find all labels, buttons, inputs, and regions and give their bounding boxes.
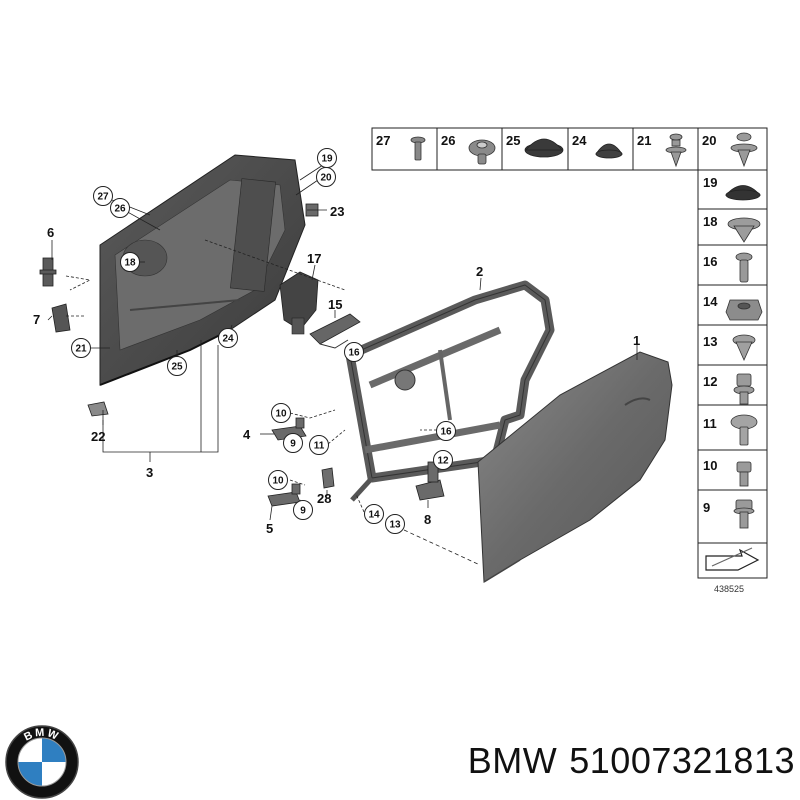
legend-label-26: 26 [441, 133, 455, 148]
callout-19: 19 [321, 154, 333, 165]
module-17-part [279, 271, 319, 335]
callout-13: 13 [389, 520, 401, 531]
callout-20: 20 [320, 173, 332, 184]
part-label-2: 2 [476, 264, 483, 279]
legend-label-12: 12 [703, 374, 717, 389]
door-panel-part [477, 351, 673, 583]
clip-20-icon [730, 132, 758, 168]
part-label-15: 15 [328, 297, 342, 312]
callout-18: 18 [124, 258, 136, 269]
callout-16-bottom: 16 [440, 427, 452, 438]
callout-12: 12 [437, 456, 449, 467]
callout-26: 26 [114, 204, 126, 215]
callout-10-bottom: 10 [272, 476, 284, 487]
legend-label-13: 13 [703, 334, 717, 349]
plug-19-icon [725, 185, 761, 201]
screw-16-icon [735, 252, 753, 283]
bracket-22-part [87, 401, 109, 417]
legend-label-27: 27 [376, 133, 390, 148]
screw-11-icon [730, 414, 758, 446]
bracket-6-part [39, 257, 57, 287]
part-label-1: 1 [633, 333, 640, 348]
callout-11: 11 [314, 441, 325, 452]
clip-26-icon [468, 139, 496, 165]
legend-label-25: 25 [506, 133, 520, 148]
clip-13-icon [732, 334, 756, 361]
bracket-7-part [51, 303, 71, 333]
part-label-4: 4 [243, 427, 251, 442]
part-label-7: 7 [33, 312, 40, 327]
screw-27-icon [410, 136, 426, 161]
reference-number: 438525 [714, 584, 744, 594]
plug-25-icon [524, 138, 564, 158]
door-frame-part [345, 280, 555, 502]
clip-18-icon [727, 217, 761, 243]
callout-25: 25 [171, 362, 183, 373]
callout-27: 27 [97, 192, 109, 203]
callout-10-top: 10 [275, 409, 287, 420]
plug-24-icon [595, 143, 623, 159]
callouts [71, 148, 456, 534]
hinge-8-part [415, 461, 445, 501]
callout-9-bottom: 9 [300, 506, 306, 517]
legend-label-21: 21 [637, 133, 651, 148]
part-label-8: 8 [424, 512, 431, 527]
legend-grid [371, 127, 768, 579]
part-number: 51007321813 [569, 740, 795, 781]
callout-14: 14 [368, 510, 380, 521]
legend-label-14: 14 [703, 294, 718, 309]
legend-label-19: 19 [703, 175, 717, 190]
direction-arrow-icon [705, 547, 760, 571]
part-label-3: 3 [146, 465, 153, 480]
part-label-23: 23 [330, 204, 344, 219]
callout-9-top: 9 [290, 439, 296, 450]
part-label-5: 5 [266, 521, 273, 536]
part-label-28: 28 [317, 491, 331, 506]
legend-label-24: 24 [572, 133, 587, 148]
callout-21: 21 [75, 344, 87, 355]
legend-label-16: 16 [703, 254, 717, 269]
door-trim-part [99, 154, 306, 386]
hinge-5-part [267, 483, 301, 507]
callout-16-top: 16 [348, 348, 360, 359]
clip-21-icon [665, 133, 687, 168]
bolt-12-icon [733, 373, 755, 405]
svg-text:BMW: BMW [22, 727, 61, 744]
bolt-10-icon [736, 461, 752, 487]
legend-label-20: 20 [702, 133, 716, 148]
part-label-17: 17 [307, 251, 321, 266]
stop-28-part [321, 467, 335, 489]
part-label-6: 6 [47, 225, 54, 240]
part-label-22: 22 [91, 429, 105, 444]
legend-label-10: 10 [703, 458, 717, 473]
bolt-9-icon [733, 499, 755, 529]
nut-14-icon [725, 299, 763, 321]
callout-24: 24 [222, 334, 234, 345]
bmw-logo-icon: BMW [5, 725, 79, 799]
brand-name: BMW [467, 740, 558, 781]
bmw-logo-letters: BMW [22, 727, 59, 744]
legend-label-18: 18 [703, 214, 717, 229]
guide-15-part [309, 313, 361, 349]
part-title: BMW 51007321813 [300, 740, 795, 782]
legend-label-9: 9 [703, 500, 710, 515]
legend-label-11: 11 [703, 416, 717, 431]
